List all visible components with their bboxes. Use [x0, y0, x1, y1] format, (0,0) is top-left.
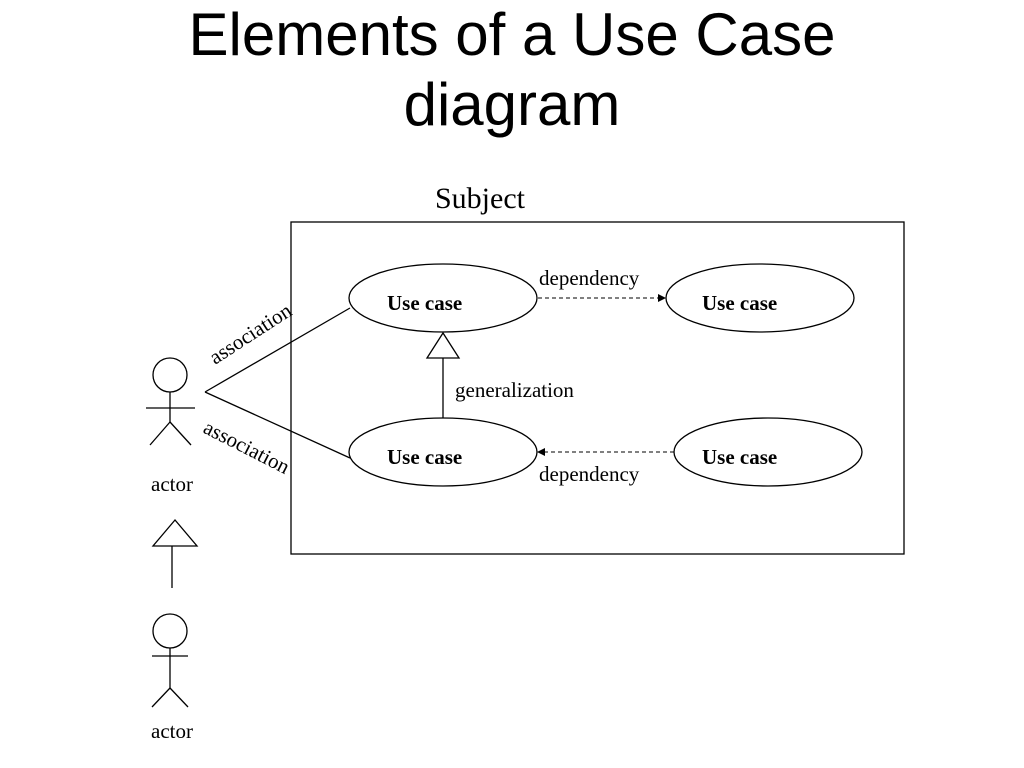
- actor-label-2: actor: [151, 719, 193, 743]
- use-case-bottom-left: Use case: [348, 417, 538, 487]
- actor-generalization-arrowhead: [151, 518, 199, 547]
- use-case-label: Use case: [702, 445, 777, 469]
- subject-label: Subject: [435, 182, 526, 215]
- use-case-top-left: Use case: [348, 263, 538, 333]
- association-label-bottom: association: [200, 415, 294, 479]
- generalization-arrowhead: [425, 331, 461, 359]
- use-case-label: Use case: [387, 291, 462, 315]
- actor-figure-1: [146, 357, 195, 446]
- use-case-label: Use case: [702, 291, 777, 315]
- association-label-top: association: [205, 298, 297, 369]
- generalization-label: generalization: [455, 378, 574, 402]
- use-case-top-right: Use case: [665, 263, 855, 333]
- association-line-bottom: [204, 391, 351, 459]
- association-line-top: [204, 307, 351, 393]
- page-title-line-1: Elements of a Use Case: [188, 1, 836, 68]
- subject-boundary: [290, 221, 905, 555]
- actor-label-1: actor: [151, 472, 193, 496]
- dependency-label-top: dependency: [539, 266, 640, 290]
- page-title: Elements of a Use Case diagram: [0, 0, 1024, 140]
- use-case-bottom-right: Use case: [673, 417, 863, 487]
- page-title-line-2: diagram: [403, 71, 621, 138]
- actor-figure-2: [151, 613, 189, 708]
- use-case-label: Use case: [387, 445, 462, 469]
- dependency-label-bottom: dependency: [539, 462, 640, 486]
